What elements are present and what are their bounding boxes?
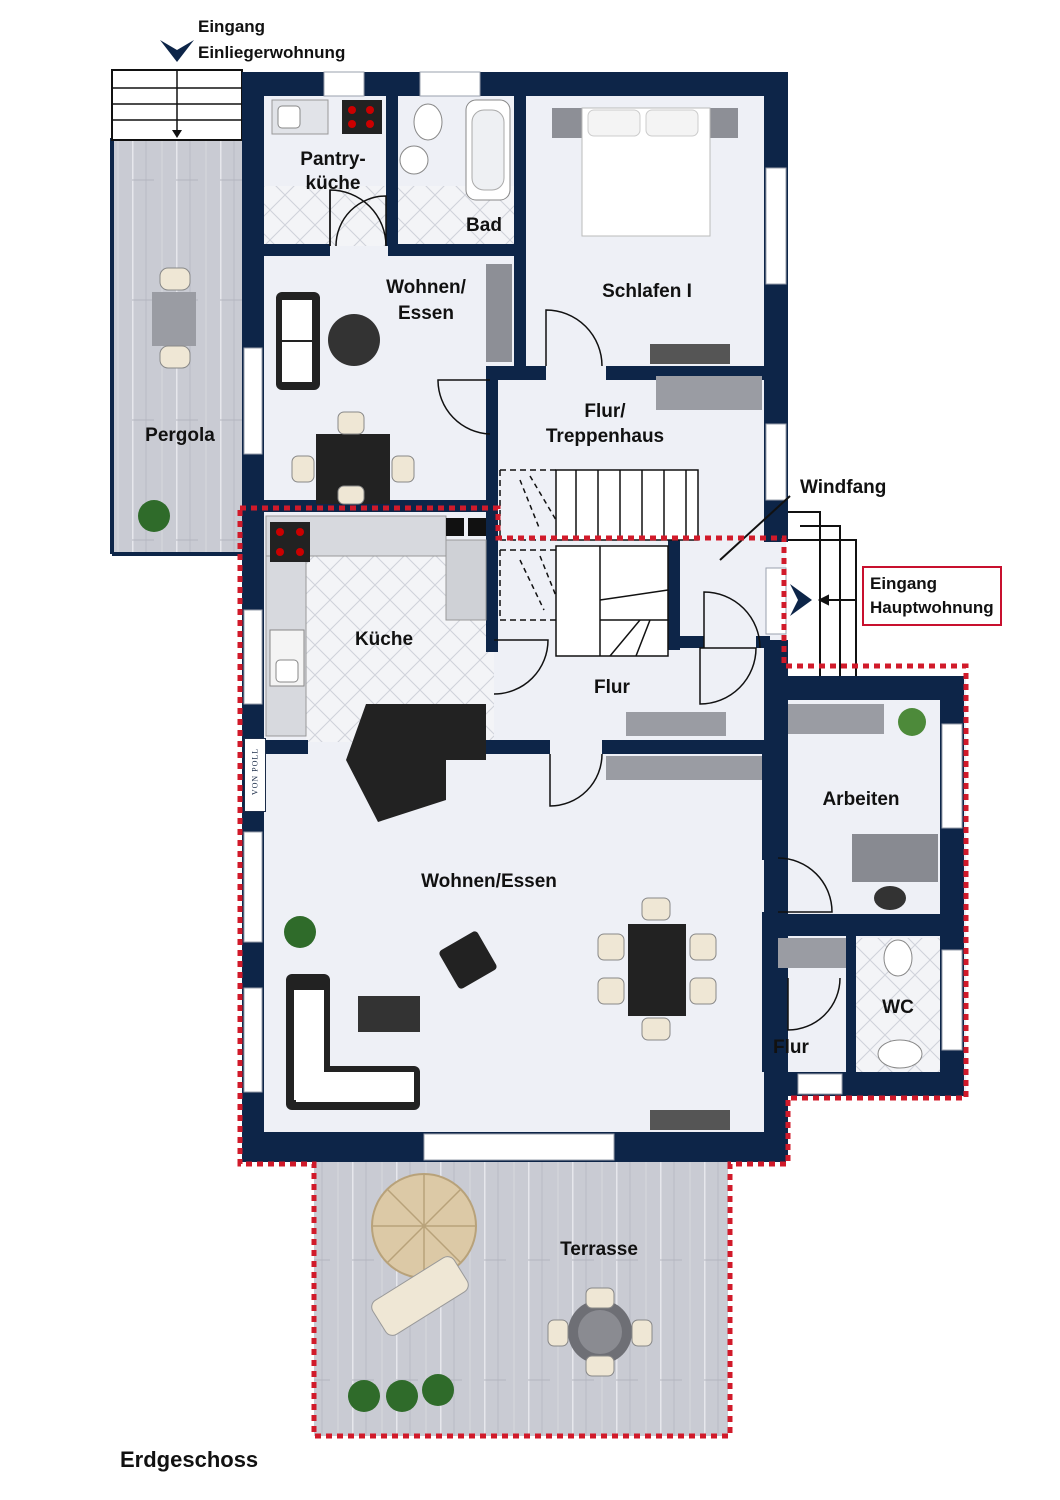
bedroom-label: Schlafen I <box>602 281 692 302</box>
floor-title: Erdgeschoss <box>120 1447 259 1472</box>
logo-text: VON POLL <box>250 747 260 796</box>
pergola-furniture <box>138 267 196 532</box>
wc-label: WC <box>882 997 914 1018</box>
work-and-wc-fixtures <box>778 704 938 1069</box>
terrace-furniture <box>348 1173 653 1412</box>
kitchen-label: Küche <box>354 629 414 650</box>
hall-label: Flur <box>594 677 630 698</box>
von-poll-logo: VON POLL <box>244 738 266 812</box>
upper-living-label-line1: Wohnen/ <box>386 277 466 298</box>
hall-stairs-label-line1: Flur/ <box>584 401 626 422</box>
kitchen-counter <box>265 515 487 737</box>
bedroom-furniture <box>552 107 762 410</box>
door-swings <box>329 189 841 1031</box>
bath-label: Bad <box>466 215 502 236</box>
vestibule-label: Windfang <box>800 477 887 498</box>
granny-entrance-label-line1: Eingang <box>198 17 266 36</box>
main-entrance-label: Eingang Hauptwohnung <box>862 566 1002 626</box>
main-apartment-outline <box>237 505 969 1439</box>
granny-entrance-label-line2: Einliegerwohnung <box>198 43 346 62</box>
staircase <box>499 469 699 657</box>
main-entrance-path <box>719 495 857 676</box>
pantry-and-bath-fixtures <box>271 99 511 201</box>
work-label: Arbeiten <box>822 789 900 810</box>
pantry-kitchen-label-line1: Pantry- <box>300 149 366 170</box>
hall-stairs-label-line2: Treppenhaus <box>545 426 665 447</box>
small-hall-label: Flur <box>773 1037 809 1058</box>
upper-living-furniture <box>276 264 512 505</box>
pergola-label: Pergola <box>145 425 215 446</box>
windows <box>243 71 963 1161</box>
terrace-label: Terrasse <box>560 1239 638 1260</box>
main-entrance-label-line1: Eingang <box>870 574 938 593</box>
main-entrance-label-line2: Hauptwohnung <box>870 598 994 617</box>
pantry-kitchen-label-line2: küche <box>305 173 361 194</box>
main-living-label: Wohnen/Essen <box>421 871 557 892</box>
granny-entry-stairs <box>111 40 243 141</box>
interior-walls <box>264 96 940 1072</box>
main-living-furniture <box>284 704 762 1130</box>
upper-living-label-line2: Essen <box>398 303 454 324</box>
